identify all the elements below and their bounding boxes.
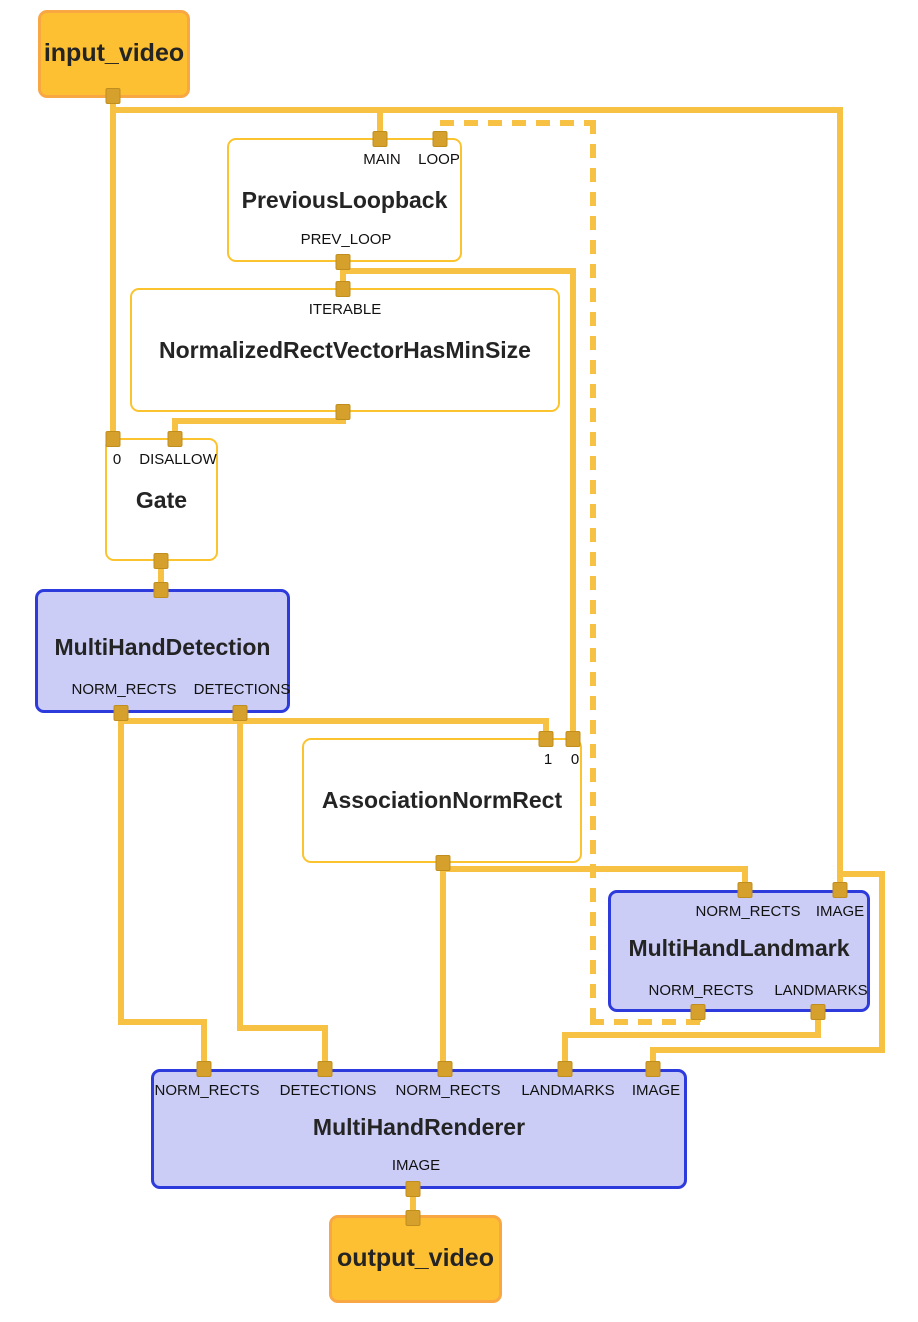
node-output-video[interactable]: output_video <box>329 1215 502 1303</box>
port-label-ren-detections: DETECTIONS <box>279 1082 377 1099</box>
edge-inputvideo-main <box>377 107 383 139</box>
edge-mhd-normrects-jog <box>118 1019 207 1025</box>
port-mhd-in <box>153 582 169 598</box>
port-mhl-norm-rects-in <box>737 882 753 898</box>
port-gate-out <box>153 553 169 569</box>
port-label-mhl-norm-rects-in: NORM_RECTS <box>695 903 801 920</box>
port-ren-norm-rects2 <box>437 1061 453 1077</box>
edge-mhd-assoc-h <box>118 718 549 724</box>
node-previous-loopback[interactable]: MAIN LOOP PreviousLoopback PREV_LOOP <box>227 138 462 262</box>
edge-mhd-detections-v2 <box>322 1025 328 1069</box>
edge-mhd-detections-v <box>237 713 243 1031</box>
port-label-disallow: DISALLOW <box>139 451 217 468</box>
node-multi-hand-landmark[interactable]: NORM_RECTS IMAGE MultiHandLandmark NORM_… <box>608 890 870 1012</box>
edge-image-branch-stub <box>650 1047 656 1069</box>
edge-inputvideo-landmark-image <box>837 107 843 890</box>
edge-inputvideo-gate <box>110 93 116 439</box>
edge-mhd-assoc-stub <box>543 718 549 739</box>
port-outputvideo-in <box>405 1210 421 1226</box>
input-video-label: input_video <box>43 38 185 67</box>
edge-minsize-gate-h <box>172 418 346 424</box>
port-ren-norm-rects1 <box>196 1061 212 1077</box>
edge-loopback-dash-bottom <box>590 1019 702 1025</box>
port-label-ren-norm-rects2: NORM_RECTS <box>395 1082 501 1099</box>
gate-title: Gate <box>135 487 188 513</box>
multi-hand-landmark-title: MultiHandLandmark <box>628 935 850 961</box>
edge-inputvideo-horizontal <box>110 107 843 113</box>
port-mhl-norm-rects-out <box>690 1004 706 1020</box>
port-label-assoc-1: 1 <box>543 751 553 768</box>
port-label-iterable: ITERABLE <box>308 301 382 318</box>
port-label-prev-loop: PREV_LOOP <box>300 231 392 248</box>
port-ren-image-out <box>405 1181 421 1197</box>
node-association-norm-rect[interactable]: 1 0 AssociationNormRect <box>302 738 582 863</box>
port-label-main: MAIN <box>363 151 401 168</box>
port-mhl-landmarks-out <box>810 1004 826 1020</box>
port-label-ren-image-in: IMAGE <box>631 1082 681 1099</box>
edge-renderer-outputvideo <box>410 1187 416 1218</box>
edge-prevloop-assoc-h <box>340 268 576 274</box>
previous-loopback-title: PreviousLoopback <box>241 187 448 213</box>
port-label-ren-image-out: IMAGE <box>391 1157 441 1174</box>
port-gate-0 <box>105 431 121 447</box>
multi-hand-renderer-title: MultiHandRenderer <box>312 1114 526 1140</box>
node-multi-hand-detection[interactable]: MultiHandDetection NORM_RECTS DETECTIONS <box>35 589 290 713</box>
port-loop <box>432 131 448 147</box>
edge-minsize-gate-v2 <box>172 418 178 439</box>
port-assoc-0 <box>565 731 581 747</box>
edge-prevloop-iterable <box>340 262 346 289</box>
port-minsize-out <box>335 404 351 420</box>
port-mhd-norm-rects <box>113 705 129 721</box>
port-mhd-detections <box>232 705 248 721</box>
port-iterable <box>335 281 351 297</box>
edge-loopback-dash-top <box>440 120 596 126</box>
node-multi-hand-renderer[interactable]: NORM_RECTS DETECTIONS NORM_RECTS LANDMAR… <box>151 1069 687 1189</box>
edge-image-branch-h1 <box>837 871 885 877</box>
edge-gate-detection <box>158 559 164 590</box>
port-main <box>372 131 388 147</box>
multi-hand-detection-title: MultiHandDetection <box>54 634 271 660</box>
edge-assoc-renderer-v <box>440 860 446 1069</box>
edge-image-branch-h2 <box>650 1047 885 1053</box>
port-gate-disallow <box>167 431 183 447</box>
association-norm-rect-title: AssociationNormRect <box>321 787 563 813</box>
edge-mhd-normrects-v <box>118 713 124 1025</box>
port-ren-detections <box>317 1061 333 1077</box>
port-assoc-out <box>435 855 451 871</box>
edge-mhd-detections-jog <box>237 1025 327 1031</box>
port-ren-landmarks <box>557 1061 573 1077</box>
node-input-video[interactable]: input_video <box>38 10 190 98</box>
port-label-gate-0: 0 <box>112 451 122 468</box>
edge-landmarks-v1 <box>815 1012 821 1038</box>
port-assoc-1 <box>538 731 554 747</box>
edge-landmarks-v2 <box>562 1032 568 1069</box>
port-mhl-image-in <box>832 882 848 898</box>
normalized-rect-title: NormalizedRectVectorHasMinSize <box>159 337 531 363</box>
edge-image-branch-v <box>879 871 885 1053</box>
port-label-mhl-landmarks-out: LANDMARKS <box>774 982 868 999</box>
port-prev-loop <box>335 254 351 270</box>
node-normalized-rect-vector-has-min-size[interactable]: ITERABLE NormalizedRectVectorHasMinSize <box>130 288 560 412</box>
edge-prevloop-assoc-v <box>570 268 576 739</box>
port-label-loop: LOOP <box>418 151 460 168</box>
edge-assoc-landmark-stub <box>742 866 748 890</box>
edge-mhd-normrects-v2 <box>201 1019 207 1069</box>
port-label-ren-norm-rects1: NORM_RECTS <box>154 1082 260 1099</box>
node-gate[interactable]: 0 DISALLOW Gate <box>105 438 218 561</box>
edge-loopback-dash-vertical <box>590 120 596 1025</box>
port-ren-image-in <box>645 1061 661 1077</box>
port-label-ren-landmarks: LANDMARKS <box>521 1082 615 1099</box>
port-label-mhd-norm-rects: NORM_RECTS <box>71 681 177 698</box>
port-label-mhd-detections: DETECTIONS <box>193 681 291 698</box>
port-label-mhl-norm-rects-out: NORM_RECTS <box>648 982 754 999</box>
edge-landmarks-h <box>562 1032 821 1038</box>
port-label-assoc-0: 0 <box>570 751 580 768</box>
output-video-label: output_video <box>337 1243 494 1272</box>
port-inputvideo-out <box>105 88 121 104</box>
port-label-mhl-image-in: IMAGE <box>815 903 865 920</box>
